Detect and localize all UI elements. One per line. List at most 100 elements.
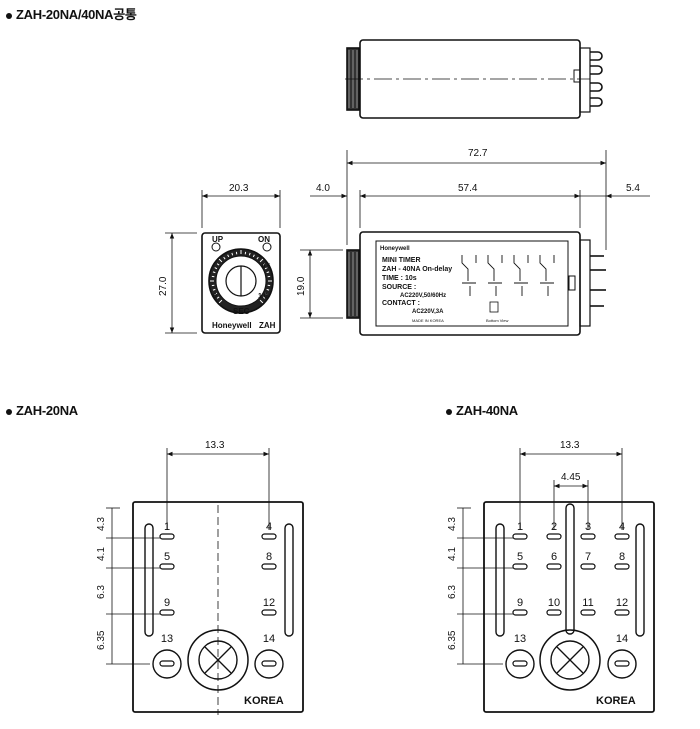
dial-mid-label: 0.5: [262, 264, 271, 270]
zah40-pin-slot: [580, 563, 596, 570]
zah20-pin-slot: [261, 609, 277, 616]
zah20-slot-right: [284, 523, 294, 637]
zah20-slot-left: [144, 523, 154, 637]
zah40-pin-slot: [512, 609, 528, 616]
title-zah20-text: ZAH-20NA: [16, 403, 78, 418]
zah20-pin-label: 13: [161, 633, 173, 645]
zah20-pin14-ring: [254, 649, 284, 679]
dim-front-height: 27.0: [158, 276, 169, 296]
zah20-pin-slot: [159, 563, 175, 570]
zah40-dim-row3: 6.3: [447, 585, 458, 599]
bullet-icon: [6, 12, 12, 19]
dial-tick: [218, 258, 223, 263]
dial-tick: [227, 254, 230, 258]
zah40-dims: [457, 448, 623, 665]
zah20-pin13-ring: [152, 649, 182, 679]
zah20-korea-label: KOREA: [244, 695, 284, 707]
dial-tick: [252, 254, 255, 258]
zah40-pin-label: 14: [616, 633, 628, 645]
zah40-dim-width: 13.3: [560, 440, 580, 451]
title-common-text: ZAH-20NA/40NA공통: [16, 7, 137, 22]
plate-line3: TIME : 10s: [382, 275, 417, 282]
zah40-pin-label: 6: [551, 551, 557, 563]
zah40-pin-label: 5: [517, 551, 523, 563]
dial-tick: [256, 256, 259, 260]
zah20-dim-row2: 4.1: [96, 547, 107, 561]
zah40-dim-row2: 4.1: [447, 547, 458, 561]
dim-side-height: 19.0: [296, 276, 307, 296]
zah40-korea-label: KOREA: [596, 695, 636, 707]
zah40-dim-inner: 4.45: [561, 472, 581, 483]
plate-text: Honeywell MINI TIMER ZAH - 40NA On-delay…: [380, 246, 508, 323]
top-view: [345, 39, 603, 119]
zah20-dim-row1: 4.3: [96, 517, 107, 531]
zah40-pin-slot: [614, 533, 630, 540]
dim-side-body: 57.4: [458, 183, 478, 194]
dial-tick: [216, 263, 220, 266]
zah40-pin-slot: [614, 609, 630, 616]
label-plate: [375, 240, 569, 327]
dim-side-total: 72.7: [468, 148, 488, 159]
zah20-dim-row4: 6.35: [96, 630, 107, 650]
title-zah40-text: ZAH-40NA: [456, 403, 518, 418]
front-dims: [165, 190, 281, 334]
label-on: ON: [258, 235, 270, 244]
plate-line7: AC220V,3A: [412, 309, 444, 315]
zah40-pin-slot: [580, 609, 596, 616]
dial-tick: [223, 256, 226, 260]
front-labels: UP ON 0 1.0 0.5 SEC Honeywell ZAH: [212, 235, 276, 330]
zah20-center-ring: [187, 629, 249, 691]
plate-line4: SOURCE :: [382, 284, 416, 291]
dial-tick: [264, 292, 268, 295]
label-model: ZAH: [259, 321, 276, 330]
label-up: UP: [212, 235, 224, 244]
zah20-pin-label: 14: [263, 633, 275, 645]
plate-line2: ZAH - 40NA On-delay: [382, 266, 452, 273]
zah20-dim-width: 13.3: [205, 440, 225, 451]
zah40-pin-slot: [546, 609, 562, 616]
zah40-bottom-view: [483, 501, 655, 713]
zah20-pin-slot: [261, 533, 277, 540]
zah20-pin-label: 9: [164, 597, 170, 609]
title-zah20: ZAH-20NA: [6, 403, 78, 418]
dial-tick: [266, 271, 270, 274]
zah20-pin-label: 8: [266, 551, 272, 563]
dim-side-knob: 4.0: [316, 183, 330, 194]
bullet-icon: [446, 408, 452, 415]
dial-tick: [248, 252, 251, 256]
dial-tick: [259, 258, 264, 263]
dial-tick: [264, 267, 268, 270]
bullet-icon: [6, 408, 12, 415]
dial-tick: [262, 263, 266, 266]
zah40-dim-row1: 4.3: [447, 517, 458, 531]
zah40-pin-slot: [512, 533, 528, 540]
plate-line5: AC220V,50/60Hz: [400, 293, 446, 299]
title-common: ZAH-20NA/40NA공통: [6, 4, 137, 23]
zah40-body: [483, 501, 655, 713]
zah40-pin-label: 8: [619, 551, 625, 563]
zah40-pin-label: 9: [517, 597, 523, 609]
zah20-dims: [106, 448, 270, 665]
dial-max-label: 1.0: [258, 293, 268, 300]
zah40-pin-slot: [614, 563, 630, 570]
side-view: [346, 231, 606, 336]
dial-tick: [259, 299, 264, 304]
zah40-pin13-ring: [505, 649, 535, 679]
zah40-pin-label: 11: [582, 597, 593, 609]
zah40-pin-slot: [546, 563, 562, 570]
dim-side-pins: 5.4: [626, 183, 640, 194]
zah20-bottom-view: [132, 501, 304, 715]
led-up: [211, 242, 221, 252]
zah40-pin14-ring: [607, 649, 637, 679]
zah40-pin-slot: [512, 563, 528, 570]
zah40-slot-right: [635, 523, 645, 637]
zah40-pin-label: 10: [548, 597, 560, 609]
zah20-pin-slot: [159, 533, 175, 540]
plate-line1: MINI TIMER: [382, 257, 421, 264]
led-on: [262, 242, 272, 252]
front-body: [201, 232, 281, 334]
zah40-pin-slot: [580, 533, 596, 540]
plate-line6: CONTACT :: [382, 300, 420, 307]
